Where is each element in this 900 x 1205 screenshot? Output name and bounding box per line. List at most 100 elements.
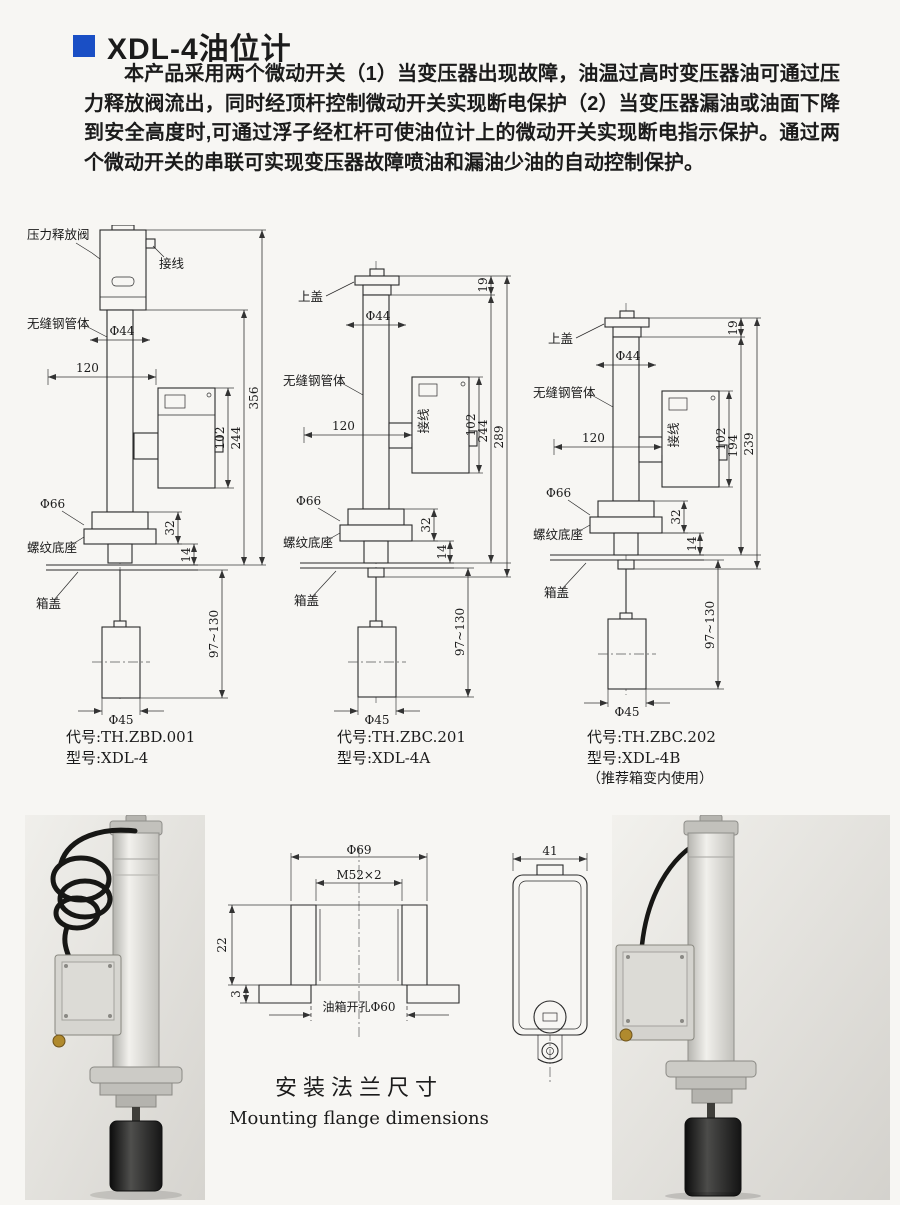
part-labels: 压力释放阀 接线 无缝钢管体 螺纹底座 箱盖 [27,227,185,611]
label-wiring: 接线 [666,422,681,448]
label-pressure-valve: 压力释放阀 [27,227,90,242]
dim-102: 102 [714,428,728,451]
dim-14: 14 [179,547,193,563]
float-assembly-outline [598,569,656,690]
dim-32: 32 [419,517,433,532]
photo-flange [665,1060,757,1104]
label-base: 螺纹底座 [283,535,333,550]
flange-dimensions: Φ69 M52×2 22 3 油箱开孔Φ60 [215,843,449,1021]
dim-tank-hole: 油箱开孔Φ60 [322,999,395,1014]
steel-tube-outline [106,309,134,513]
dim-phi44: Φ44 [365,309,390,323]
dimensions: Φ44 120 102 244 356 32 [40,229,266,725]
float-assembly-outline [92,570,150,699]
drawing-model: 型号:XDL-4 [66,749,149,767]
dim-32: 32 [163,520,177,535]
dim-120: 120 [332,419,355,433]
product-photo-left-svg [25,814,205,1200]
technical-drawing-xdl4a: 19 Φ44 120 102 244 289 32 [282,225,530,769]
drawing-note: （推荐箱变内使用） [587,771,713,787]
dim-phi44: Φ44 [109,324,134,338]
threaded-base-outline [83,511,157,564]
product-photo-right-svg [612,814,890,1200]
drawing-caption: 代号:TH.ZBC.201 型号:XDL-4A [282,727,530,769]
technical-drawing-xdl4b: 19 Φ44 120 102 194 239 32 [532,225,790,790]
drawing-caption: 代号:TH.ZBD.001 型号:XDL-4 [26,727,278,769]
dim-244: 244 [476,419,490,442]
dim-97-130: 97~130 [207,610,221,658]
front-view-svg: 41 [512,844,588,1085]
junction-box-front-view: 41 [502,844,598,1095]
front-view-outline [512,864,588,1064]
flange-section [258,904,460,1004]
flange-caption-cn: 安装法兰尺寸 [274,1076,443,1101]
dim-phi66: Φ66 [40,497,65,511]
accent-square [73,35,95,57]
dim-19: 19 [476,277,490,292]
tank-cover-plate [46,564,198,571]
part-labels: 上盖 无缝钢管体 接线 螺纹底座 箱盖 [533,323,681,600]
dim-102: 102 [464,414,478,437]
dim-356: 356 [247,387,261,410]
drawing-code: 代号:TH.ZBC.202 [587,728,716,746]
label-base: 螺纹底座 [27,540,77,555]
label-wiring: 接线 [159,256,185,271]
product-photo-right [612,814,890,1205]
dim-120: 120 [76,361,99,375]
product-description: 本产品采用两个微动开关（1）当变压器出现故障，油温过高时变压器油可通过压力释放阀… [84,63,840,174]
junction-box-outline [133,387,224,489]
label-top-cover: 上盖 [298,289,323,304]
drawing-model: 型号:XDL-4A [337,749,431,767]
dim-phi45: Φ45 [614,705,639,719]
steel-tube-outline [362,294,390,510]
tank-cover-plate [300,562,454,569]
photo-flange [89,1066,183,1108]
label-cover: 箱盖 [294,593,319,608]
dim-120: 120 [582,431,605,445]
top-cover-outline [354,268,400,296]
drawing-code: 代号:TH.ZBC.201 [337,728,466,746]
label-tube: 无缝钢管体 [27,316,90,331]
photo-junction-box [615,944,695,1042]
label-wiring: 接线 [416,408,431,434]
dim-phi69: Φ69 [346,845,371,857]
dim-194: 194 [726,434,740,457]
flange-svg: Φ69 M52×2 22 3 油箱开孔Φ60 [215,843,460,1037]
label-cover: 箱盖 [36,596,61,611]
label-tube: 无缝钢管体 [283,373,346,388]
threaded-base-outline [339,508,413,578]
dim-14: 14 [435,544,449,560]
label-top-cover: 上盖 [548,331,573,346]
page-header: XDL-4油位计 [73,24,292,68]
junction-box-outline [638,390,728,488]
flange-caption: 安装法兰尺寸 Mounting flange dimensions [213,1070,505,1129]
dimensions: 19 Φ44 120 102 244 289 32 [296,275,511,725]
dim-19: 19 [726,320,740,335]
photo-shadow [665,1192,761,1200]
product-photo-left [25,814,205,1205]
dim-phi44: Φ44 [615,349,640,363]
float-assembly-outline [348,577,406,698]
dim-3: 3 [229,990,243,998]
dim-22: 22 [215,937,229,952]
dimensions: 19 Φ44 120 102 194 239 32 [546,317,761,719]
dim-phi45: Φ45 [364,713,389,725]
pressure-release-valve-outline [99,225,156,311]
drawing-xdl4a-svg: 19 Φ44 120 102 244 289 32 [283,261,511,725]
dim-244: 244 [229,426,243,449]
dim-97-130: 97~130 [453,608,467,656]
label-cover: 箱盖 [544,585,569,600]
photo-float [109,1107,163,1192]
dim-97-130: 97~130 [703,601,717,649]
front-view-dimension: 41 [512,844,588,871]
photo-cable-gland [52,1034,66,1048]
dim-239: 239 [742,433,756,456]
flange-caption-en: Mounting flange dimensions [229,1108,489,1129]
drawing-caption: 代号:TH.ZBC.202 型号:XDL-4B （推荐箱变内使用） [532,727,790,790]
dim-32: 32 [669,509,683,524]
dim-phi66: Φ66 [296,494,321,508]
dim-m52: M52×2 [336,868,381,882]
drawing-xdl4b-svg: 19 Φ44 120 102 194 239 32 [533,303,761,719]
drawing-code: 代号:TH.ZBD.001 [66,728,196,746]
top-cover-outline [604,310,650,338]
